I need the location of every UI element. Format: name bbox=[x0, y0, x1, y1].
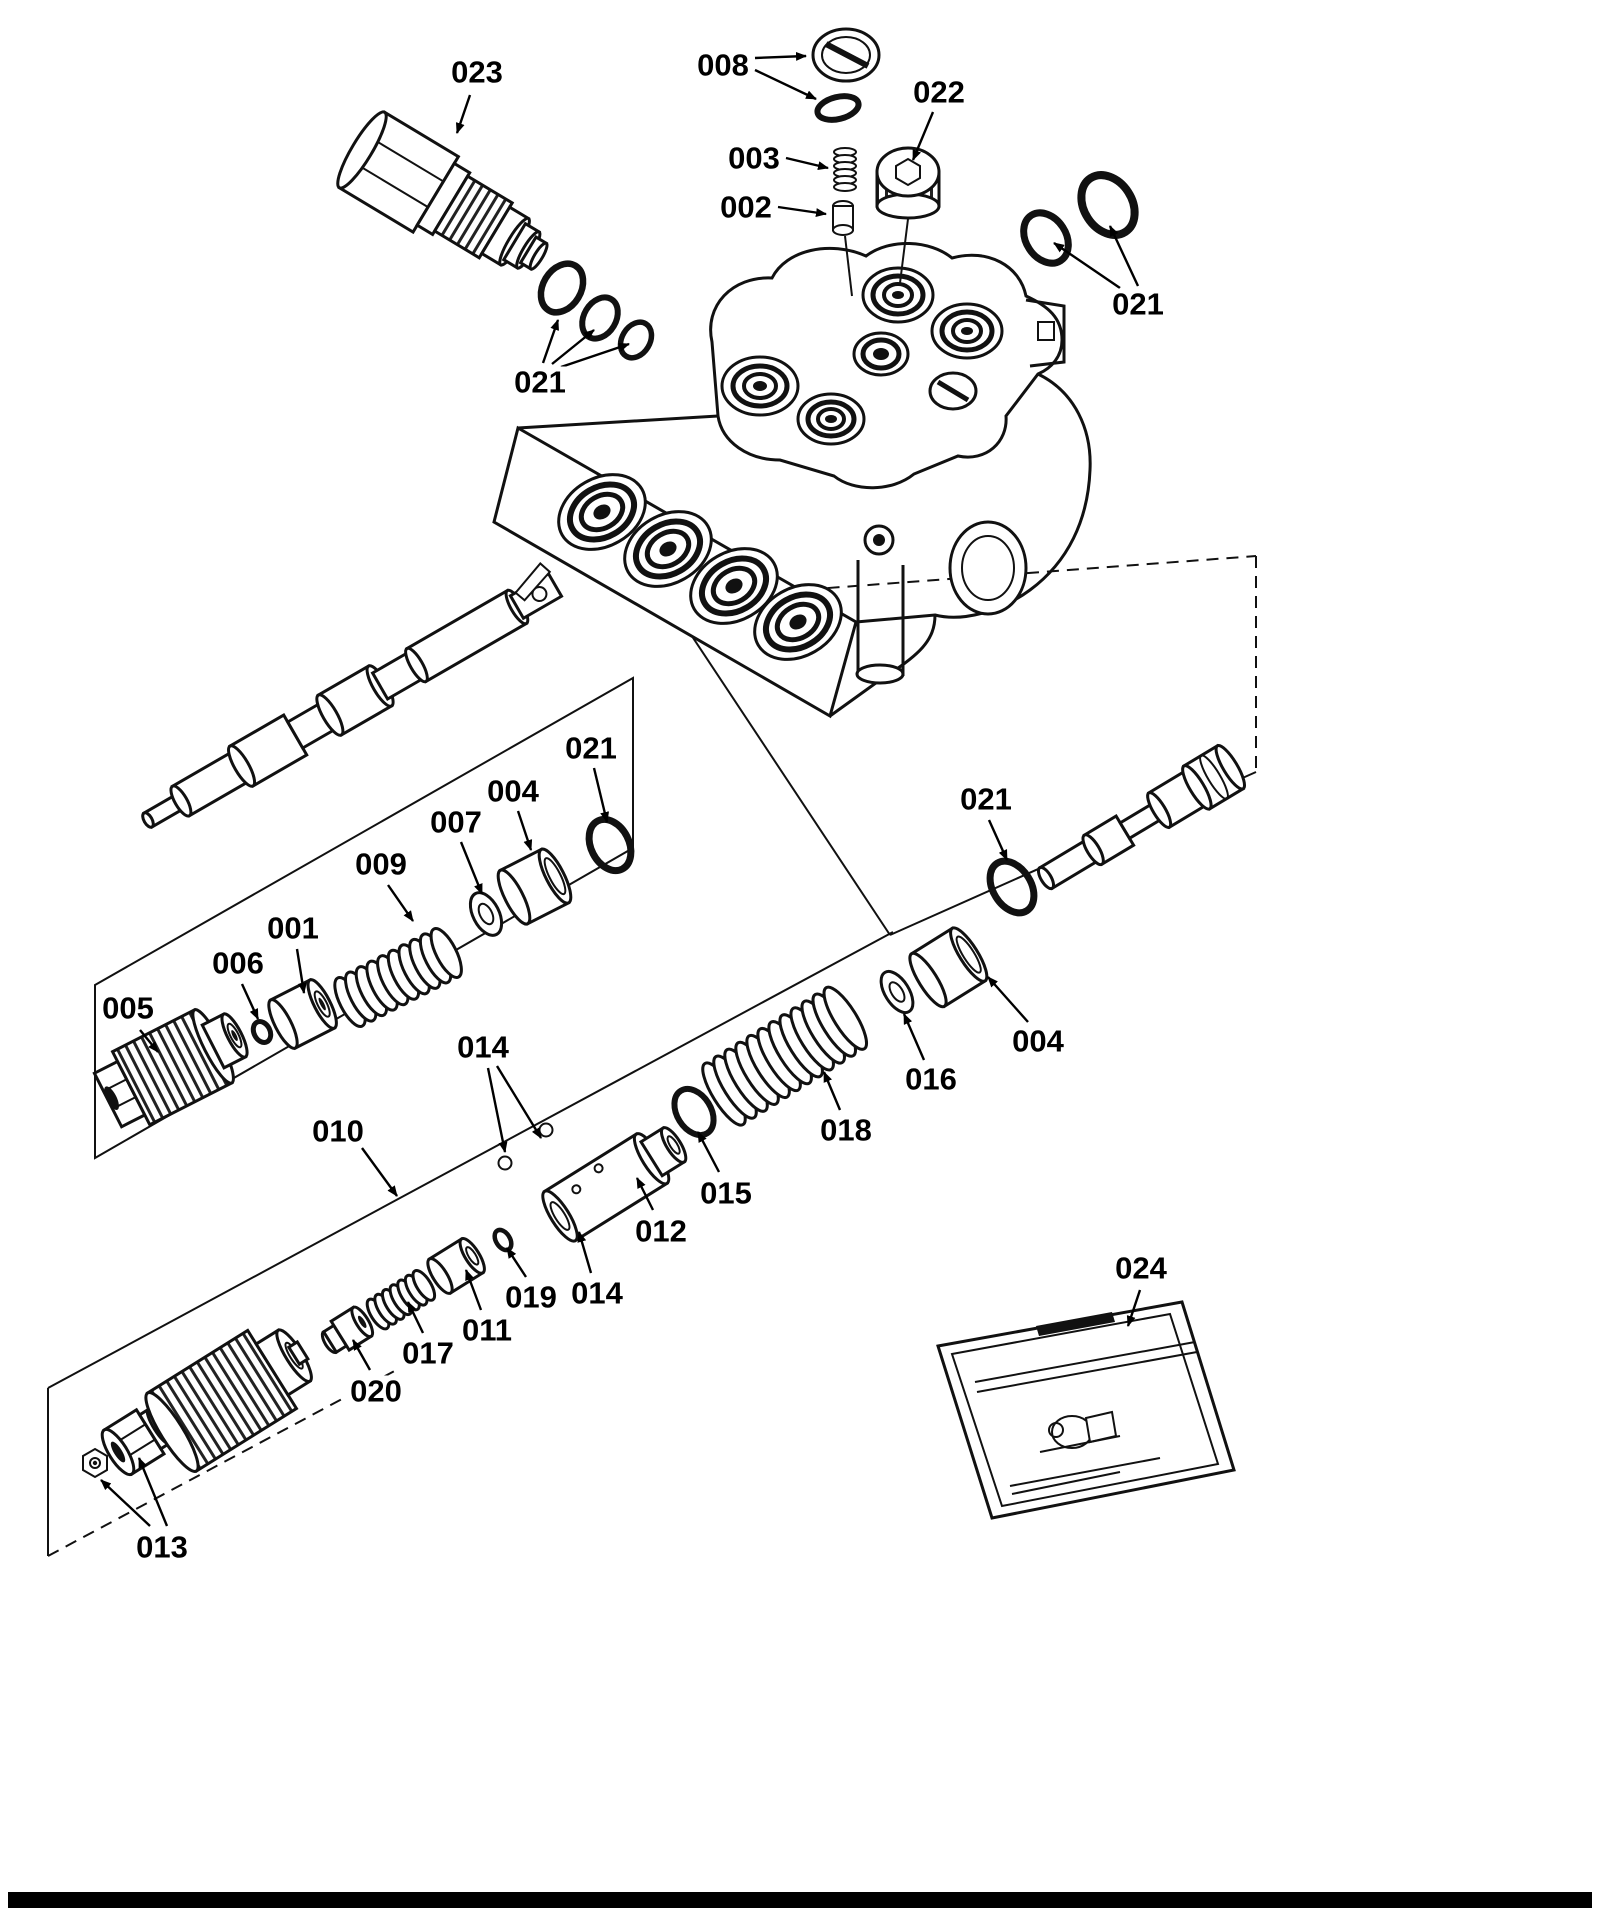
callout-013-27: 013 bbox=[133, 1531, 191, 1563]
callout-016-16: 016 bbox=[902, 1063, 960, 1095]
part-018-spring bbox=[701, 985, 869, 1127]
callout-003-3: 003 bbox=[725, 142, 783, 174]
part-012-sleeve bbox=[541, 1125, 688, 1243]
document-024 bbox=[936, 1300, 1236, 1520]
callout-014-23: 014 bbox=[568, 1277, 626, 1309]
top-port-boss bbox=[796, 392, 866, 446]
top-port-boss bbox=[861, 266, 935, 324]
leader-lines bbox=[100, 51, 1142, 1527]
valve-body bbox=[492, 242, 1092, 719]
callout-024-28: 024 bbox=[1112, 1252, 1170, 1284]
oring-021-topright-group bbox=[1020, 171, 1139, 267]
bottom-border-bar bbox=[8, 1892, 1592, 1908]
part-020-poppet bbox=[320, 1305, 375, 1355]
callout-004-15: 004 bbox=[1009, 1025, 1067, 1057]
top-port-boss bbox=[852, 331, 910, 377]
cartridge-body-lower bbox=[144, 1328, 313, 1474]
part-004-cup-left bbox=[496, 847, 573, 926]
top-port-boss bbox=[930, 302, 1004, 360]
part-016-washer bbox=[879, 969, 915, 1015]
part-002-poppet bbox=[832, 200, 854, 297]
part-003-spring bbox=[833, 147, 857, 192]
part-019-ring bbox=[492, 1227, 514, 1253]
part-023-relief-plug bbox=[336, 110, 549, 272]
part-015-oring bbox=[671, 1085, 717, 1139]
spool-left bbox=[141, 562, 564, 829]
oring-021-midleft bbox=[585, 815, 635, 875]
part-006-oring bbox=[250, 1019, 274, 1045]
callout-007-9: 007 bbox=[427, 806, 485, 838]
callout-020-26: 020 bbox=[347, 1375, 405, 1407]
callout-001-11: 001 bbox=[264, 912, 322, 944]
part-008-plug bbox=[811, 27, 881, 123]
callout-002-4: 002 bbox=[717, 191, 775, 223]
part-013-nut bbox=[82, 1447, 108, 1479]
callout-022-2: 022 bbox=[910, 76, 968, 108]
callout-021-5: 021 bbox=[1109, 288, 1167, 320]
part-009-spring bbox=[333, 926, 463, 1028]
callout-014-20: 014 bbox=[454, 1031, 512, 1063]
callout-019-22: 019 bbox=[502, 1281, 560, 1313]
callout-023-0: 023 bbox=[448, 56, 506, 88]
part-004-cup-right bbox=[908, 926, 989, 1009]
callout-021-6: 021 bbox=[511, 366, 569, 398]
callout-011-24: 011 bbox=[458, 1314, 516, 1346]
callout-018-17: 018 bbox=[817, 1114, 875, 1146]
callout-015-18: 015 bbox=[697, 1177, 755, 1209]
callout-004-8: 004 bbox=[484, 775, 542, 807]
callout-021-14: 021 bbox=[957, 783, 1015, 815]
part-017-spring bbox=[365, 1268, 437, 1331]
screw-head bbox=[928, 371, 978, 411]
callout-012-19: 012 bbox=[632, 1215, 690, 1247]
callout-017-25: 017 bbox=[399, 1337, 457, 1369]
part-001-bushing bbox=[267, 977, 338, 1051]
callout-008-1: 008 bbox=[694, 49, 752, 81]
part-022-plug bbox=[875, 146, 941, 284]
callout-006-12: 006 bbox=[209, 947, 267, 979]
callout-005-13: 005 bbox=[99, 992, 157, 1024]
oring-021-right bbox=[986, 857, 1038, 917]
spool-right bbox=[1036, 743, 1246, 891]
oring-021-topleft-group bbox=[537, 260, 655, 361]
part-007-washer bbox=[468, 891, 504, 937]
part-005-cartridge bbox=[92, 1007, 249, 1129]
callout-009-10: 009 bbox=[352, 848, 410, 880]
callout-021-7: 021 bbox=[562, 732, 620, 764]
top-port-boss bbox=[720, 355, 800, 417]
callout-010-21: 010 bbox=[309, 1115, 367, 1147]
